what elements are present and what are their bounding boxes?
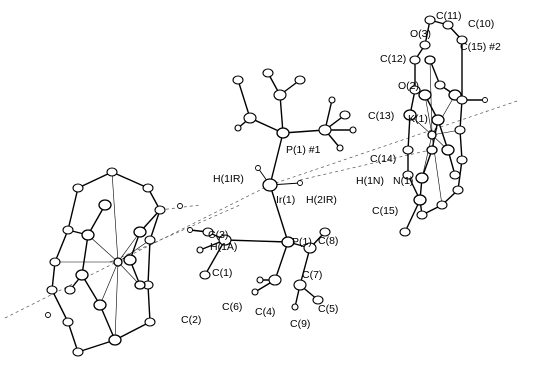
label-p1a: P(1) #1 [286, 144, 321, 156]
label-c4: C(4) [255, 306, 275, 318]
label-h1a: H(1A) [210, 241, 237, 253]
label-ir1: Ir(1) [276, 194, 295, 206]
label-c12: C(12) [380, 53, 406, 65]
label-c5: C(5) [318, 303, 338, 315]
label-k1: K(1) [408, 113, 428, 125]
label-c9: C(9) [290, 318, 310, 330]
label-n1: N(1) [393, 175, 413, 187]
label-o2: O(2) [398, 80, 419, 92]
atom-labels: C(11) O(3) C(10) C(15) #2 C(12) O(2) C(1… [181, 10, 501, 330]
label-c15b: C(15) #2 [460, 41, 501, 53]
label-c10: C(10) [468, 18, 494, 30]
contact-lines [4, 99, 521, 319]
label-o3: O(3) [410, 28, 431, 40]
label-p1: P(1) [292, 236, 312, 248]
label-h2ir: H(2IR) [306, 194, 337, 206]
label-c2: C(2) [181, 314, 201, 326]
label-c15: C(15) [372, 205, 398, 217]
label-c7: C(7) [302, 269, 322, 281]
label-c13: C(13) [368, 110, 394, 122]
left-cage-fragment [45, 167, 201, 357]
label-c14: C(14) [370, 153, 396, 165]
iridium-complex [187, 68, 357, 311]
label-c8: C(8) [318, 235, 338, 247]
label-c3: C(3) [208, 229, 228, 241]
label-h1n: H(1N) [356, 175, 384, 187]
label-c11: C(11) [436, 10, 461, 22]
right-cage-fragment [399, 15, 488, 237]
label-c6: C(6) [222, 301, 242, 313]
label-c1: C(1) [212, 267, 232, 279]
label-h1ir: H(1IR) [213, 173, 244, 185]
